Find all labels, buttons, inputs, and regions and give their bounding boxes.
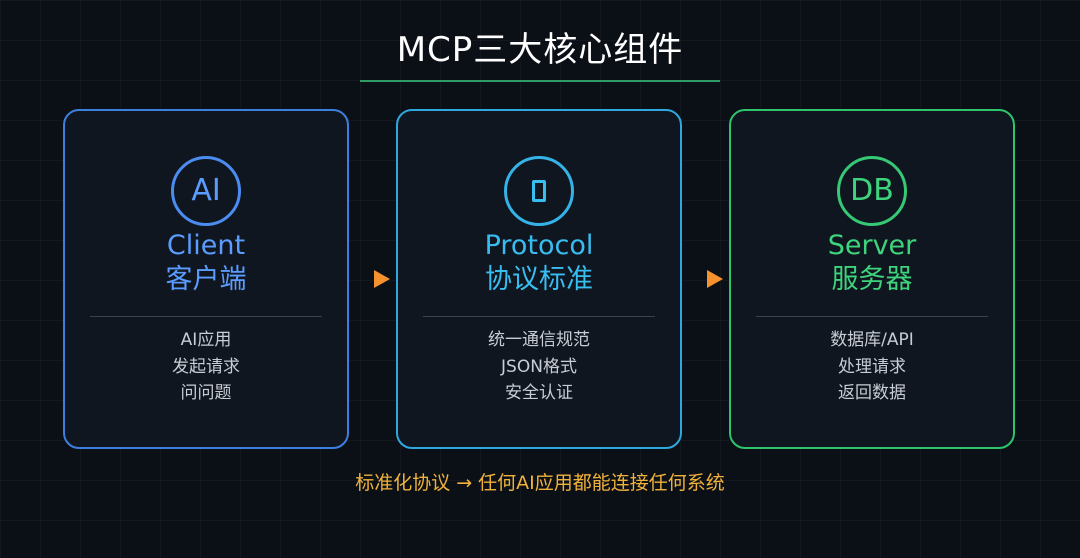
client-card: AI Client 客户端 AI应用 发起请求 问问题 [63, 109, 349, 449]
protocol-badge [504, 156, 574, 226]
list-item: AI应用 [180, 330, 232, 350]
list-item: 问问题 [180, 383, 232, 403]
list-item: JSON格式 [501, 356, 577, 377]
list-item: 安全认证 [505, 383, 573, 403]
list-item: 统一通信规范 [488, 330, 590, 350]
db-badge-icon: DB [837, 156, 907, 226]
protocol-name-zh: 协议标准 [485, 264, 593, 295]
client-feature-list: AI应用 发起请求 问问题 [65, 327, 347, 407]
document-icon [532, 180, 546, 202]
footer-caption: 标准化协议 → 任何AI应用都能连接任何系统 [355, 472, 725, 494]
list-item: 数据库/API [830, 330, 914, 350]
protocol-name-en: Protocol [484, 230, 594, 261]
card-divider [423, 316, 655, 317]
protocol-card: Protocol 协议标准 统一通信规范 JSON格式 安全认证 [396, 109, 682, 449]
page-title: MCP三大核心组件 [396, 30, 684, 70]
flow-arrow-icon [707, 270, 723, 288]
server-name-en: Server [827, 230, 917, 261]
server-name-zh: 服务器 [831, 264, 913, 295]
card-divider [90, 316, 322, 317]
flow-arrow-icon [374, 270, 390, 288]
protocol-feature-list: 统一通信规范 JSON格式 安全认证 [398, 327, 680, 407]
server-feature-list: 数据库/API 处理请求 返回数据 [731, 327, 1013, 407]
client-name-en: Client [166, 230, 246, 261]
ai-badge-icon: AI [171, 156, 241, 226]
list-item: 发起请求 [172, 356, 240, 377]
card-divider [756, 316, 988, 317]
server-card: DB Server 服务器 数据库/API 处理请求 返回数据 [729, 109, 1015, 449]
list-item: 处理请求 [838, 356, 906, 377]
title-underline [360, 80, 720, 82]
client-name-zh: 客户端 [165, 264, 247, 295]
list-item: 返回数据 [838, 383, 906, 403]
